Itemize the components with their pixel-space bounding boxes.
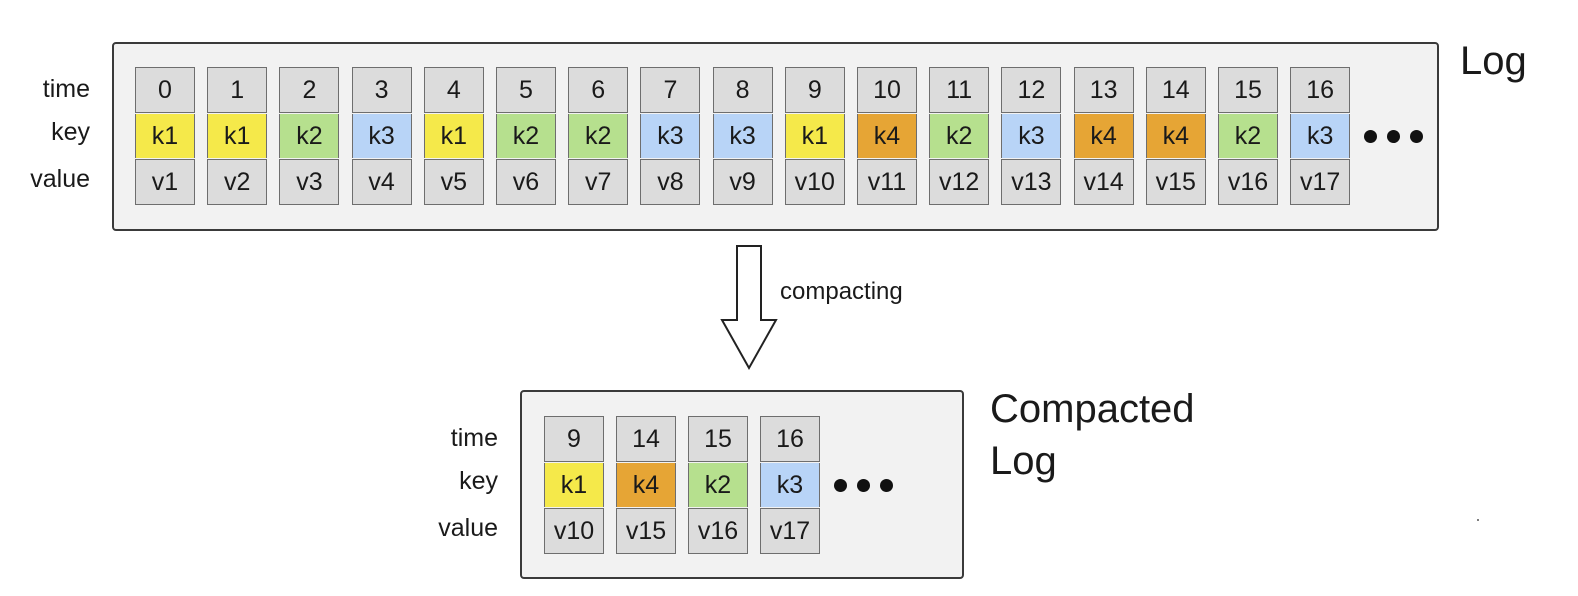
key-cell: k2	[568, 114, 629, 158]
compacted-title-line1: Compacted	[990, 387, 1195, 431]
key-cell: k3	[712, 114, 773, 158]
key-cell: k2	[279, 114, 340, 158]
time-cell: 0	[135, 67, 195, 113]
log-time-label: time	[42, 75, 90, 103]
key-cell: k3	[351, 114, 412, 158]
key-cell: k1	[544, 463, 604, 507]
time-cell: 9	[544, 416, 604, 462]
down-arrow-icon	[720, 245, 778, 371]
value-cell: v2	[207, 159, 268, 205]
time-cell: 14	[616, 416, 676, 462]
value-cell: v3	[279, 159, 340, 205]
value-cell: v14	[1073, 159, 1134, 205]
value-cell: v7	[568, 159, 629, 205]
time-cell: 3	[351, 67, 412, 113]
time-cell: 15	[1218, 67, 1278, 113]
time-cell: 16	[760, 416, 820, 462]
compacted-ellipsis	[834, 462, 893, 508]
compacted-title-line2: Log	[990, 439, 1057, 483]
key-cell: k4	[616, 463, 676, 507]
key-cell: k4	[1073, 114, 1134, 158]
time-cell: 4	[423, 67, 484, 113]
key-cell: k1	[423, 114, 484, 158]
value-cell: v6	[496, 159, 556, 205]
speck	[1477, 519, 1479, 521]
time-cell: 6	[568, 67, 629, 113]
key-cell: k4	[1145, 114, 1206, 158]
log-key-label: key	[51, 118, 90, 146]
compacted-key-label: key	[459, 467, 498, 495]
key-cell: k2	[688, 463, 748, 507]
value-cell: v10	[784, 159, 845, 205]
key-cell: k4	[857, 114, 917, 158]
value-cell: v13	[1001, 159, 1062, 205]
value-cell: v8	[640, 159, 701, 205]
value-cell: v5	[423, 159, 484, 205]
time-cell: 2	[279, 67, 340, 113]
value-cell: v9	[712, 159, 773, 205]
key-cell: k3	[760, 463, 820, 507]
value-cell: v17	[1290, 159, 1351, 205]
key-cell: k3	[640, 114, 701, 158]
key-cell: k2	[929, 114, 990, 158]
key-cell: k3	[1001, 114, 1062, 158]
time-cell: 7	[640, 67, 701, 113]
value-cell: v17	[760, 508, 820, 554]
time-cell: 13	[1073, 67, 1134, 113]
log-ellipsis	[1364, 113, 1423, 159]
key-cell: k1	[784, 114, 845, 158]
time-cell: 9	[784, 67, 845, 113]
value-cell: v16	[688, 508, 748, 554]
value-cell: v10	[544, 508, 604, 554]
value-cell: v1	[135, 159, 195, 205]
log-title: Log	[1460, 39, 1527, 83]
time-cell: 5	[496, 67, 556, 113]
value-cell: v11	[857, 159, 917, 205]
time-cell: 11	[929, 67, 990, 113]
compacting-label: compacting	[780, 278, 903, 305]
key-cell: k1	[207, 114, 268, 158]
log-value-label: value	[30, 165, 90, 193]
key-cell: k2	[1218, 114, 1278, 158]
value-cell: v15	[1145, 159, 1206, 205]
value-cell: v12	[929, 159, 990, 205]
time-cell: 15	[688, 416, 748, 462]
time-cell: 16	[1290, 67, 1351, 113]
time-cell: 8	[712, 67, 773, 113]
value-cell: v16	[1218, 159, 1278, 205]
time-cell: 1	[207, 67, 268, 113]
compacted-value-label: value	[438, 514, 498, 542]
value-cell: v15	[616, 508, 676, 554]
value-cell: v4	[351, 159, 412, 205]
time-cell: 14	[1145, 67, 1206, 113]
compacted-time-label: time	[450, 424, 498, 452]
key-cell: k3	[1290, 114, 1351, 158]
key-cell: k1	[135, 114, 195, 158]
time-cell: 12	[1001, 67, 1062, 113]
time-cell: 10	[857, 67, 917, 113]
key-cell: k2	[496, 114, 556, 158]
